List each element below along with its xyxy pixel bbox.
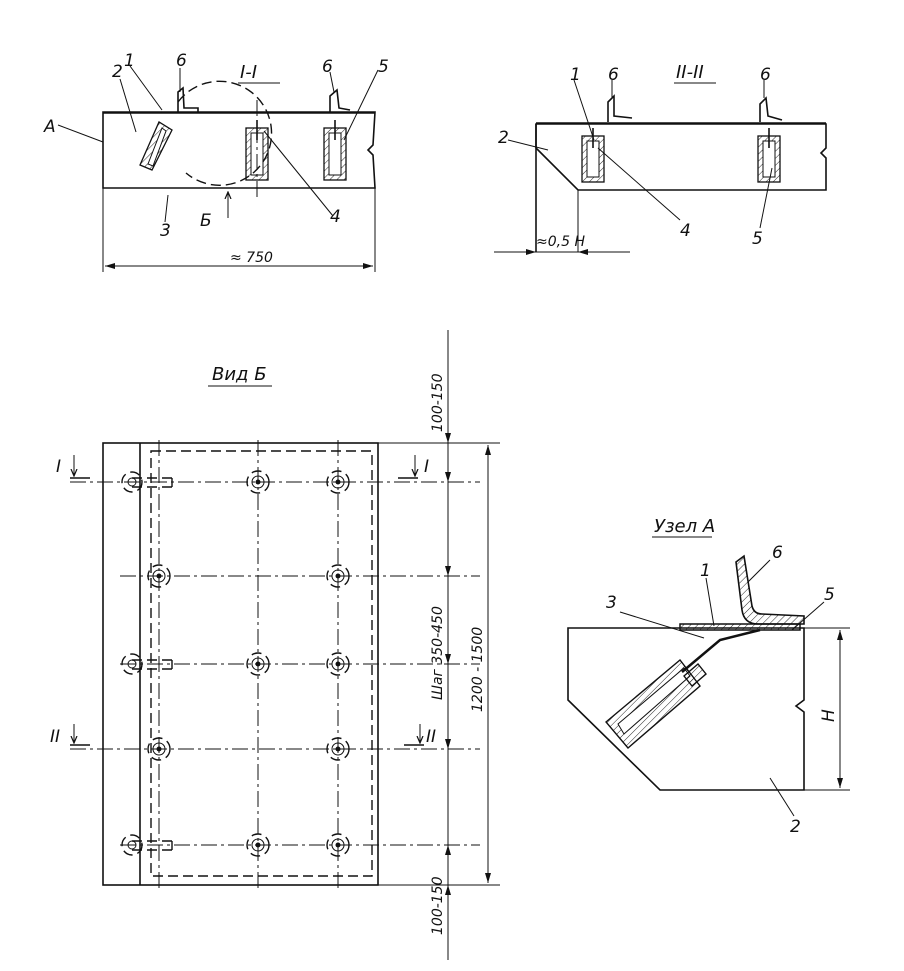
anchor-r3-c1 [121, 653, 173, 675]
callout-b-view: Б [200, 211, 212, 231]
dim-bottom-100-150: 100-150 [430, 876, 446, 935]
callout-3-node: 3 [606, 593, 617, 613]
callout-6-node: 6 [772, 543, 783, 563]
callout-1-node: 1 [700, 561, 711, 581]
anchor-r4-c3 [326, 737, 350, 761]
cut-i-right: I [424, 457, 429, 477]
anchor-r3-c2 [246, 652, 270, 676]
section-2-title: II-II [676, 62, 704, 83]
callout-2-sec1: 2 [112, 62, 123, 82]
dim-total: 1200 - 1500 [470, 627, 486, 712]
node-a-angle [735, 554, 805, 625]
node-a: Узел А 3 1 6 5 2 H [567, 516, 850, 837]
node-a-title: Узел А [654, 516, 715, 537]
cut-i-left: I [56, 457, 61, 477]
node-a-anchor [605, 628, 761, 749]
section-1-title: I-I [240, 62, 257, 83]
vertical-anchor-right [323, 120, 347, 181]
view-b-title: Вид Б [212, 364, 267, 385]
anchor-r1-c1 [121, 471, 173, 493]
callout-1-sec2: 1 [570, 65, 581, 85]
callout-2-node: 2 [790, 817, 801, 837]
angle-6-right-2 [759, 96, 783, 122]
callout-a-sec1: A [43, 117, 56, 137]
anchor-r5-c1 [121, 834, 173, 856]
dim-h: H [819, 709, 839, 722]
cut-ii-right: II [426, 727, 436, 747]
callout-6b-sec2: 6 [760, 65, 771, 85]
dim-pitch: Шаг 350-450 [430, 606, 446, 700]
callout-5-node: 5 [824, 585, 835, 605]
angle-6-right [329, 88, 351, 112]
callout-2-sec2: 2 [498, 128, 509, 148]
section-1-1: I-I [43, 51, 389, 272]
callout-5-sec1: 5 [378, 57, 389, 77]
callout-3-sec1: 3 [160, 221, 171, 241]
dim-750: ≈ 750 [230, 250, 273, 266]
anchor-r1-c3 [326, 470, 350, 494]
callout-4-sec2: 4 [680, 221, 691, 241]
anchor-r3-c3 [326, 652, 350, 676]
slab-section-1 [102, 111, 376, 189]
callout-1-sec1: 1 [124, 51, 135, 71]
section-2-2: II-II 1 2 6 6 4 5 [494, 62, 827, 255]
callout-6a-sec2: 6 [608, 65, 619, 85]
anchor-r5-c2 [246, 833, 270, 857]
angle-6-left [177, 86, 199, 112]
callout-4-sec1: 4 [330, 207, 341, 227]
anchor-r2-c1 [147, 564, 171, 588]
callout-6a-sec1: 6 [176, 51, 187, 71]
slab-section-2 [535, 123, 827, 191]
anchor-r2-c3 [326, 564, 350, 588]
detail-circle-a [177, 80, 273, 186]
anchor-right-2 [757, 128, 781, 183]
dim-top-100-150: 100-150 [430, 373, 446, 432]
callout-6b-sec1: 6 [322, 57, 333, 77]
anchor-r4-c1 [147, 737, 171, 761]
anchor-r1-c2 [246, 470, 270, 494]
cut-ii-left: II [50, 727, 60, 747]
anchor-r5-c3 [326, 833, 350, 857]
callout-5-sec2: 5 [752, 229, 763, 249]
plate-dashed-outline [150, 450, 373, 877]
angle-6-left-2 [607, 94, 633, 122]
node-a-plate [679, 623, 801, 631]
dim-05h: ≈0,5 H [536, 234, 585, 250]
inclined-anchor [139, 121, 173, 171]
view-b: Вид Б [50, 330, 500, 960]
node-a-concrete [567, 627, 805, 791]
